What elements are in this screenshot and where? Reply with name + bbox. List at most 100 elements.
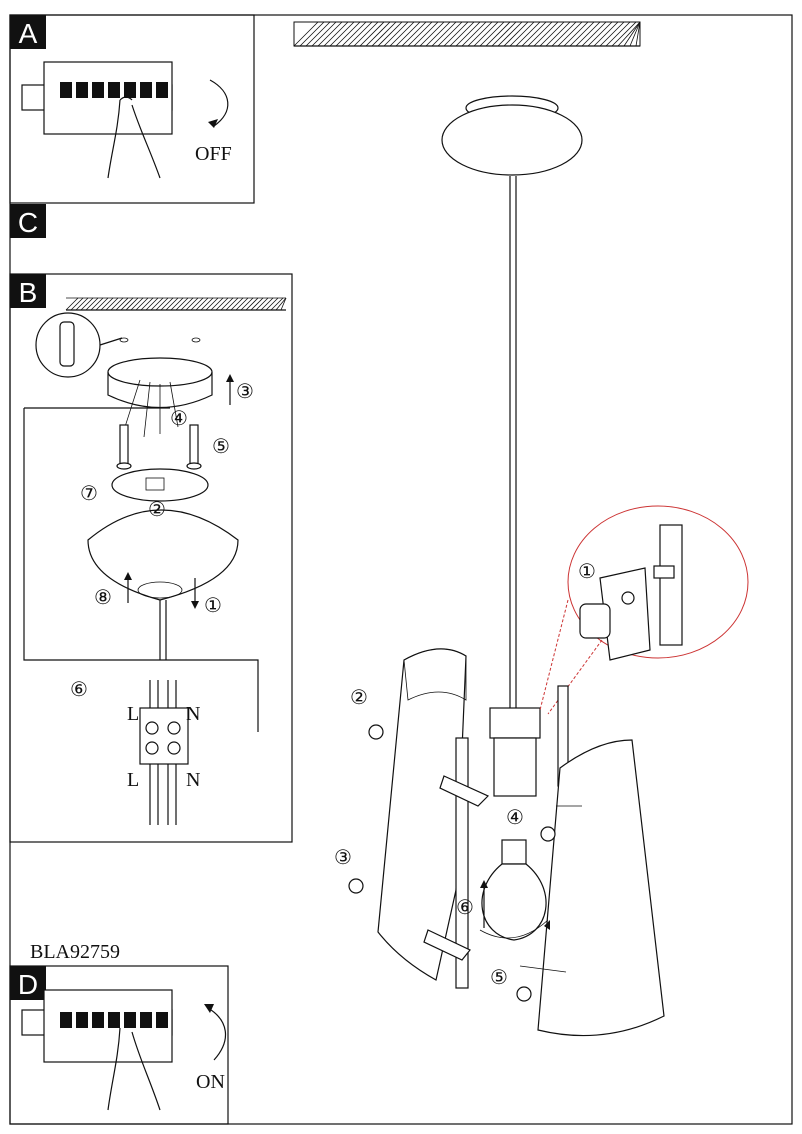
hatch-line (250, 297, 264, 311)
hatch-line (347, 21, 373, 47)
suspension-rod (509, 176, 517, 710)
hatch-line (150, 297, 164, 311)
hatch-line (170, 297, 184, 311)
turn-off-arrow-icon (209, 79, 229, 127)
hatch-line (215, 297, 229, 311)
hatch-line (200, 297, 214, 311)
left-shade (377, 648, 467, 981)
breaker-panel-icon (21, 61, 173, 179)
hatch-line (323, 21, 349, 47)
panel-b-ceiling-hatch-lines (65, 297, 287, 311)
hatch-line (479, 21, 505, 47)
step-marker-six: ⑥ (70, 679, 88, 701)
hatch-line (401, 21, 427, 47)
hatch-line (140, 297, 154, 311)
step-marker-one: ① (204, 595, 222, 617)
hatch-line (371, 21, 397, 47)
breaker-panel-icon-d (21, 989, 173, 1111)
hatch-line (190, 297, 204, 311)
hatch-line (100, 297, 114, 311)
hatch-line (587, 21, 613, 47)
panel-c: C (10, 204, 46, 238)
hatch-line (235, 297, 249, 311)
hatch-line (65, 297, 79, 311)
mounting-bracket (111, 468, 209, 502)
hatch-line (105, 297, 119, 311)
step-marker-four: ④ (170, 408, 188, 430)
canopy-base (107, 357, 213, 438)
terminal-block (139, 680, 189, 825)
hatch-line (431, 21, 457, 47)
hatch-line (581, 21, 607, 47)
hatch-line (135, 297, 149, 311)
support-rods (423, 685, 569, 989)
wire-label-live-top: L (127, 703, 139, 725)
panel-b-letter-box (10, 274, 46, 308)
hatch-line (503, 21, 529, 47)
hatch-line (527, 21, 553, 47)
hatch-line (240, 297, 254, 311)
main-assembly: ① (293, 21, 749, 1037)
hatch-line (230, 297, 244, 311)
main-step-marker-five: ⑤ (490, 967, 508, 989)
hatch-line (485, 21, 511, 47)
panel-a-letter-box (10, 15, 46, 49)
hatch-line (605, 21, 631, 47)
step-marker-three: ③ (236, 381, 254, 403)
screw-icons (348, 724, 582, 1002)
hatch-line (275, 297, 287, 311)
hatch-line (270, 297, 284, 311)
hatch-line (245, 297, 259, 311)
hatch-line (255, 297, 269, 311)
hatch-line (365, 21, 391, 47)
hatch-line (85, 297, 99, 311)
breaker-switches (60, 82, 168, 98)
panel-a-switch-label: OFF (195, 143, 232, 165)
hatch-line (551, 21, 577, 47)
hatch-line (260, 297, 274, 311)
step-marker-two: ② (148, 499, 166, 521)
hatch-line (155, 297, 169, 311)
panel-c-letter: C (18, 207, 38, 238)
hatch-line (293, 21, 319, 47)
main-step-marker-three: ③ (334, 847, 352, 869)
hatch-line (395, 21, 421, 47)
hatch-line (623, 21, 641, 47)
hatch-line (75, 297, 89, 311)
wire-label-live-bottom: L (127, 769, 139, 791)
hatch-line (455, 21, 481, 47)
panel-d-letter-box (10, 966, 46, 1000)
hatch-line (437, 21, 463, 47)
hatch-line (473, 21, 499, 47)
hatch-line (617, 21, 641, 47)
hatch-line (377, 21, 403, 47)
turn-on-arrow-icon (207, 1007, 227, 1061)
hatch-line (611, 21, 637, 47)
hatch-line (311, 21, 337, 47)
hatch-line (120, 297, 134, 311)
hatch-line (180, 297, 194, 311)
hatch-line (569, 21, 595, 47)
wire-label-neutral-top: N (186, 703, 200, 725)
light-bulb-icon (479, 839, 550, 941)
main-step-marker-six: ⑥ (456, 897, 474, 919)
hatch-line (521, 21, 547, 47)
hatch-line (125, 297, 139, 311)
hatch-line (425, 21, 451, 47)
hatch-line (145, 297, 159, 311)
hatch-line (407, 21, 433, 47)
holder-detail-bubble (539, 505, 749, 715)
hatch-line (317, 21, 343, 47)
hatch-line (280, 297, 287, 311)
hatch-line (185, 297, 199, 311)
hatch-line (383, 21, 409, 47)
step-marker-seven: ⑦ (80, 483, 98, 505)
hatch-line (575, 21, 601, 47)
hatch-line (491, 21, 517, 47)
hatch-line (635, 21, 641, 47)
main-step-marker-two: ② (350, 687, 368, 709)
hatch-line (225, 297, 239, 311)
panel-d-switch-label: ON (196, 1071, 225, 1093)
main-canopy (441, 95, 583, 176)
